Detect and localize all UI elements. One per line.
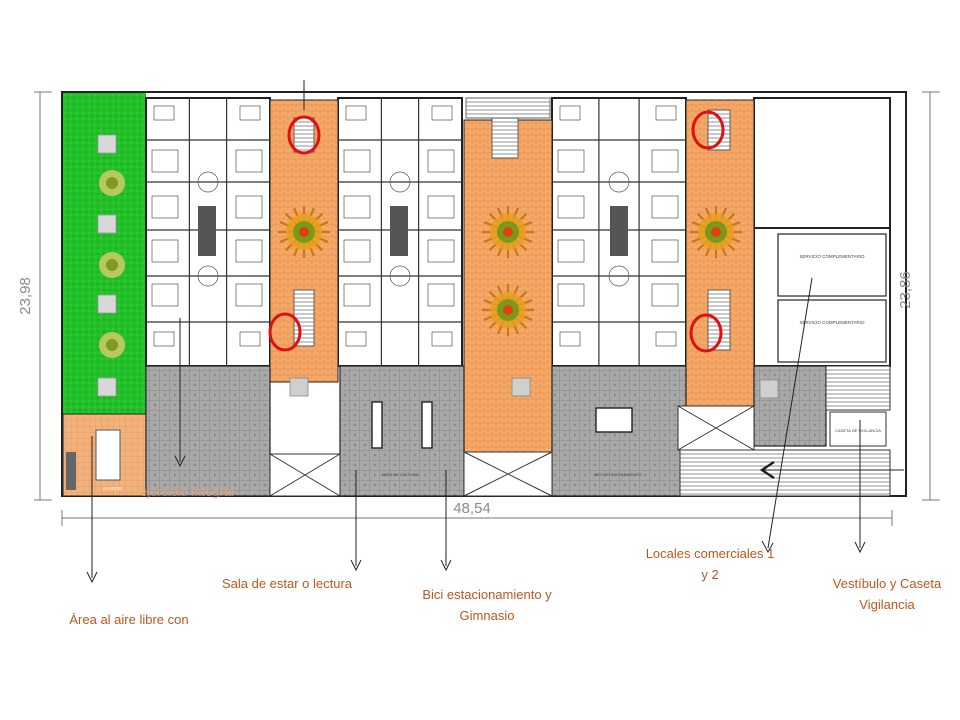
bed (343, 283, 371, 307)
bed (235, 239, 263, 263)
furniture-item (153, 331, 175, 347)
door-arc (197, 171, 219, 193)
lobby-stair (825, 365, 891, 411)
bed (427, 283, 455, 307)
furniture-item (153, 105, 175, 121)
bed (557, 149, 585, 173)
interior-walls (146, 98, 686, 366)
gym-text: BICI ESTACIONAMIENTO (594, 472, 641, 477)
label-shops: Locales comerciales 1 y 2 (645, 546, 775, 582)
bed (557, 195, 585, 219)
reading-text: AREA DE LECTURA (381, 472, 418, 477)
door-arc (608, 171, 630, 193)
bed (343, 149, 371, 173)
caseta (829, 411, 887, 447)
bed (235, 283, 263, 307)
bed (557, 283, 585, 307)
caseta-label: CASETA DE VIGILANCIA (835, 428, 881, 433)
bed (235, 195, 263, 219)
door-arc (608, 265, 630, 287)
dim-bottom: 48,54 (453, 500, 491, 517)
furniture (151, 105, 679, 347)
dim-left: 23,98 (17, 277, 34, 315)
trees (278, 206, 742, 336)
furniture-item (559, 331, 581, 347)
bed (235, 149, 263, 173)
voids (269, 405, 755, 497)
apartment-blocks (145, 97, 891, 367)
bed (151, 149, 179, 173)
asador-table (95, 429, 121, 481)
bed (343, 239, 371, 263)
bed (651, 149, 679, 173)
bed (651, 239, 679, 263)
tree (482, 206, 534, 258)
door-arc (197, 265, 219, 287)
bed (343, 195, 371, 219)
dim-right: 23,86 (897, 271, 914, 309)
furniture-item (655, 331, 677, 347)
label-outdoor-area: Área al aire libre con asador (69, 612, 189, 627)
unit-cores (198, 206, 628, 256)
furniture-item (345, 105, 367, 121)
tree (482, 284, 534, 336)
label-bike-gym: Bici estacionamiento y Gimnasio (422, 587, 552, 623)
lawn-shrubs (99, 170, 125, 358)
dimension-lines (34, 91, 940, 526)
door-arc (389, 265, 411, 287)
door-arc (389, 171, 411, 193)
bed (151, 195, 179, 219)
bed (151, 239, 179, 263)
tree (278, 206, 330, 258)
pavers-center (289, 377, 779, 399)
bed (651, 283, 679, 307)
lawn-pavers (97, 134, 117, 397)
bed (651, 195, 679, 219)
bed (151, 283, 179, 307)
grill (66, 452, 76, 490)
label-lounge: Sala de estar o lectura (221, 576, 353, 591)
furniture-item (345, 331, 367, 347)
asador-text: ASADOR (103, 486, 123, 491)
service-label-2: SERVICIO COMPLEMENTARIO (799, 320, 865, 325)
bed (427, 195, 455, 219)
tree (690, 206, 742, 258)
watermark-text: ejercicio integral (140, 484, 234, 499)
furniture-item (655, 105, 677, 121)
furniture-item (431, 331, 453, 347)
service-label-1: SERVICIO COMPLEMENTARIO (799, 254, 865, 259)
furniture-item (559, 105, 581, 121)
furniture-item (239, 331, 261, 347)
service-rooms (777, 233, 887, 363)
bed (557, 239, 585, 263)
furniture-item (431, 105, 453, 121)
leader-lines (86, 80, 904, 584)
stair-markers (268, 110, 725, 353)
label-lobby: Vestíbulo y Caseta Vigilancia (832, 576, 942, 612)
furniture-item (239, 105, 261, 121)
bed (427, 149, 455, 173)
bed (427, 239, 455, 263)
reading-tables (371, 401, 633, 449)
entrance-ramp (679, 449, 891, 497)
